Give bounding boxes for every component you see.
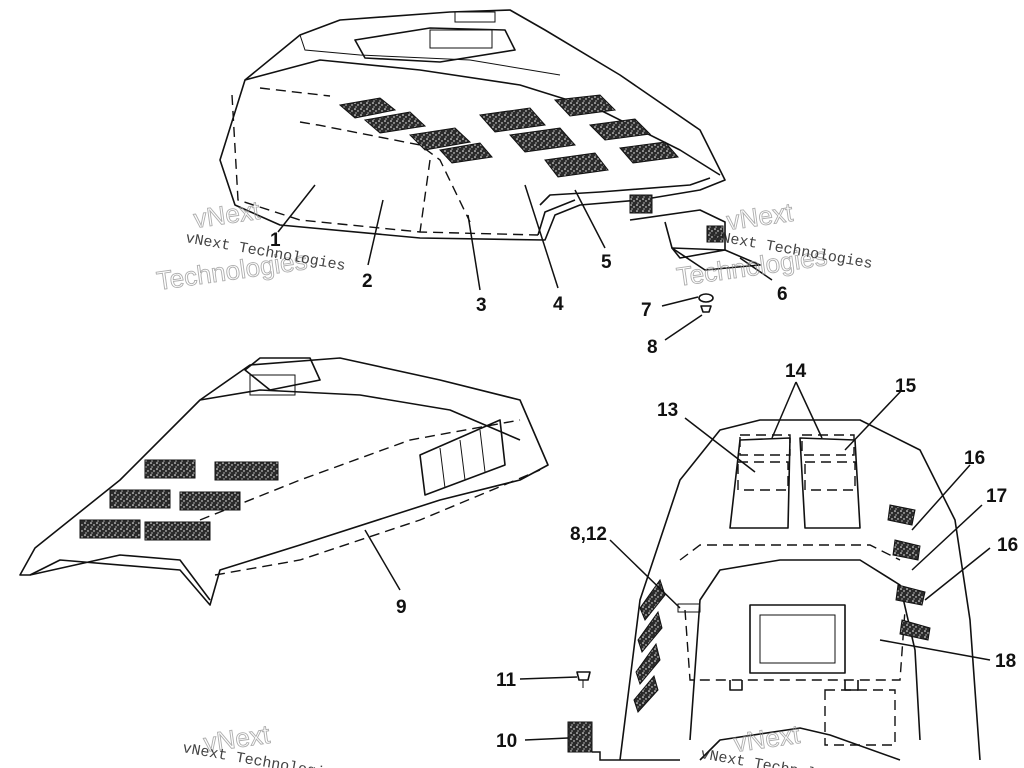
callout-8: 8 bbox=[647, 337, 658, 358]
callout-7: 7 bbox=[641, 300, 652, 321]
callout-labels: 1 2 3 4 5 6 7 8 9 10 11 8,12 13 14 15 16… bbox=[270, 230, 1018, 752]
callout-16-bottom: 16 bbox=[997, 535, 1018, 556]
callout-14: 14 bbox=[785, 361, 807, 382]
leader-lines bbox=[277, 184, 991, 741]
callout-17: 17 bbox=[986, 486, 1007, 507]
callout-3: 3 bbox=[476, 295, 487, 316]
callout-11: 11 bbox=[496, 670, 517, 691]
callout-6: 6 bbox=[777, 284, 788, 305]
callout-2: 2 bbox=[362, 271, 373, 292]
callout-18: 18 bbox=[995, 651, 1016, 672]
hood-view-front bbox=[619, 419, 981, 761]
callout-9: 9 bbox=[396, 597, 407, 618]
watermark-vnext-4: vNext bbox=[732, 719, 803, 758]
callout-15: 15 bbox=[895, 376, 917, 397]
watermark-vnext-1: vNext bbox=[192, 195, 263, 234]
callout-13: 13 bbox=[657, 400, 678, 421]
callout-5: 5 bbox=[601, 252, 612, 273]
callout-10: 10 bbox=[496, 731, 517, 752]
callout-1: 1 bbox=[270, 230, 281, 251]
callout-8-12: 8,12 bbox=[570, 524, 607, 545]
callout-4: 4 bbox=[553, 294, 564, 315]
hood-view-side bbox=[19, 357, 549, 606]
loose-parts bbox=[567, 671, 680, 761]
hood-view-top bbox=[219, 9, 761, 313]
watermark-vnext-2: vNext bbox=[725, 197, 796, 236]
callout-16-top: 16 bbox=[964, 448, 985, 469]
